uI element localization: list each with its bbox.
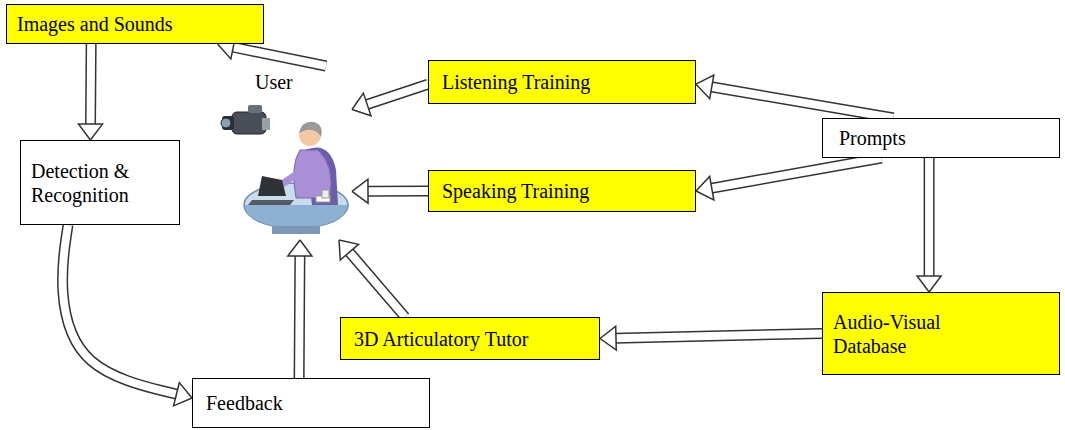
box-label: Prompts — [839, 126, 906, 150]
block-arrow — [288, 240, 312, 378]
arrow-head — [696, 176, 714, 200]
arrow-head — [288, 240, 312, 256]
box-label: Audio-Visual Database — [833, 310, 983, 358]
video-camera — [221, 105, 270, 134]
arrow-head — [696, 75, 714, 99]
process-box: Images and Sounds — [6, 4, 264, 44]
arrow-body — [366, 84, 428, 105]
box-label: 3D Articulatory Tutor — [354, 327, 528, 351]
box-label: Listening Training — [442, 70, 590, 94]
arrow-head — [352, 93, 371, 116]
box-label: Images and Sounds — [17, 12, 173, 36]
arrow-body — [711, 158, 882, 188]
process-box: Prompts — [822, 118, 1060, 158]
process-box: Listening Training — [428, 60, 696, 104]
arrow-head — [352, 179, 368, 203]
arrow-body — [295, 255, 304, 378]
arrow-body — [63, 225, 178, 394]
block-arrow — [696, 158, 882, 200]
arrow-body — [349, 251, 405, 317]
arrow-outline — [367, 186, 428, 197]
arrow-body — [925, 158, 933, 277]
arrow-head — [79, 124, 103, 140]
desk-and-person — [244, 122, 348, 234]
arrow-body — [232, 47, 326, 66]
arrow-outline — [366, 84, 428, 105]
box-label: Speaking Training — [442, 179, 589, 203]
arrow-outline — [349, 251, 405, 317]
arrow-outline — [232, 47, 326, 66]
block-arrow — [352, 179, 428, 203]
arrow-head — [174, 383, 192, 406]
arrow-body — [615, 334, 822, 339]
block-arrow — [339, 240, 405, 317]
box-label: Feedback — [206, 391, 283, 415]
arrow-head — [600, 326, 616, 350]
block-arrow — [600, 326, 822, 350]
block-arrow — [696, 75, 893, 118]
arrow-body — [367, 187, 428, 195]
arrow-outline — [711, 87, 894, 118]
box-label: Detection & Recognition — [31, 159, 161, 207]
arrow-outline — [711, 158, 882, 188]
arrow-outline — [924, 158, 935, 277]
process-box: Detection & Recognition — [20, 140, 180, 225]
process-box: 3D Articulatory Tutor — [340, 317, 600, 360]
user-node: User — [222, 66, 352, 240]
process-box: Audio-Visual Database — [822, 292, 1060, 375]
block-arrow — [79, 44, 103, 140]
block-arrow — [352, 84, 428, 116]
arrow-outline — [294, 255, 306, 378]
user-label: User — [255, 70, 293, 94]
arrow-outline — [85, 44, 97, 125]
arrow-head — [917, 276, 941, 292]
block-arrow — [63, 225, 192, 406]
block-arrow — [917, 158, 941, 292]
arrow-outline — [615, 334, 822, 339]
arrow-outline — [63, 225, 178, 394]
arrow-body — [711, 87, 894, 118]
arrow-body — [87, 44, 96, 125]
process-box: Feedback — [192, 378, 430, 428]
process-box: Speaking Training — [428, 170, 696, 212]
arrow-head — [339, 240, 359, 260]
